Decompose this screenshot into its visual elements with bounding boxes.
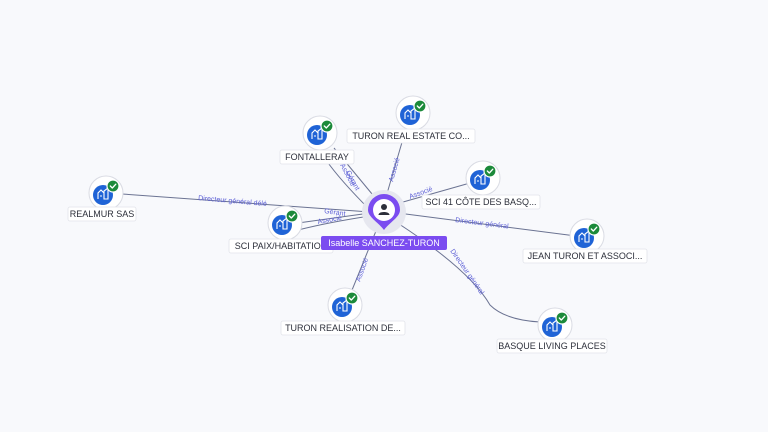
company-name: REALMUR SAS (70, 209, 135, 219)
company-label-basque-living[interactable]: BASQUE LIVING PLACES (496, 338, 608, 354)
edge-label-basque-living: Directeur général (448, 248, 485, 296)
check-badge-icon (285, 209, 299, 223)
edge-label-turon-real-estate: Associé (388, 157, 402, 183)
company-label-bg (522, 248, 648, 264)
company-name: BASQUE LIVING PLACES (498, 341, 606, 351)
company-label-bg (280, 320, 406, 336)
company-node-fontalleray[interactable] (302, 115, 338, 151)
company-nodes[interactable]: FONTALLERAY TURON REAL ESTATE CO... SCI 41… (67, 95, 648, 354)
company-node-sci-paix[interactable] (267, 205, 303, 241)
company-label-bg (279, 149, 355, 165)
check-badge-icon (555, 311, 569, 325)
company-label-turon-real-estate[interactable]: TURON REAL ESTATE CO... (346, 128, 476, 144)
edge-label-sci-paix-gerant: Gérant (324, 208, 346, 218)
edge-label-jean-turon: Directeur général (455, 217, 510, 231)
edge-sci-41 (395, 182, 471, 205)
company-name: SCI 41 CÔTE DES BASQ... (425, 197, 536, 207)
check-badge-icon (320, 119, 334, 133)
company-label-turon-realisation[interactable]: TURON REALISATION DE... (280, 320, 406, 336)
company-name: TURON REAL ESTATE CO... (352, 131, 469, 141)
edge-label-turon-realisation: Associé (355, 257, 370, 283)
edge-label-realmur: Directeur général délé (198, 195, 267, 208)
check-badge-icon (345, 291, 359, 305)
edge-jean-turon (397, 212, 577, 237)
check-badge-icon (106, 179, 120, 193)
company-name: FONTALLERAY (285, 152, 349, 162)
check-badge-icon (587, 222, 601, 236)
company-name: TURON REALISATION DE... (285, 323, 401, 333)
check-badge-icon (483, 164, 497, 178)
edge-realmur (121, 193, 371, 213)
company-label-sci-paix[interactable]: SCI PAIX/HABITATION (228, 238, 334, 254)
company-label-jean-turon[interactable]: JEAN TURON ET ASSOCI... (522, 248, 648, 264)
company-node-turon-real-estate[interactable] (395, 95, 431, 131)
person-icon (378, 204, 390, 215)
person-name[interactable]: Isabelle SANCHEZ-TURON (328, 238, 440, 248)
company-name: JEAN TURON ET ASSOCI... (528, 251, 643, 261)
check-badge-icon (413, 99, 427, 113)
person-node[interactable]: Isabelle SANCHEZ-TURON (321, 190, 447, 250)
company-label-realmur[interactable]: REALMUR SAS (67, 206, 137, 222)
company-node-realmur[interactable] (88, 175, 124, 211)
company-label-bg (346, 128, 476, 144)
edge-label-sci-paix-associe: Associé (317, 215, 342, 226)
company-label-bg (496, 338, 608, 354)
company-node-jean-turon[interactable] (569, 218, 605, 254)
company-label-fontalleray[interactable]: FONTALLERAY (279, 149, 355, 165)
company-node-sci-41[interactable] (465, 160, 501, 196)
company-label-sci-41[interactable]: SCI 41 CÔTE DES BASQ... (421, 194, 541, 210)
company-label-bg (421, 194, 541, 210)
edge-sci-paix-associe (297, 212, 371, 224)
company-node-turon-realisation[interactable] (327, 287, 363, 323)
company-node-basque-living[interactable] (537, 307, 573, 343)
company-label-bg (67, 206, 137, 222)
company-name: SCI PAIX/HABITATION (235, 241, 328, 251)
person-label-bg (321, 236, 447, 250)
